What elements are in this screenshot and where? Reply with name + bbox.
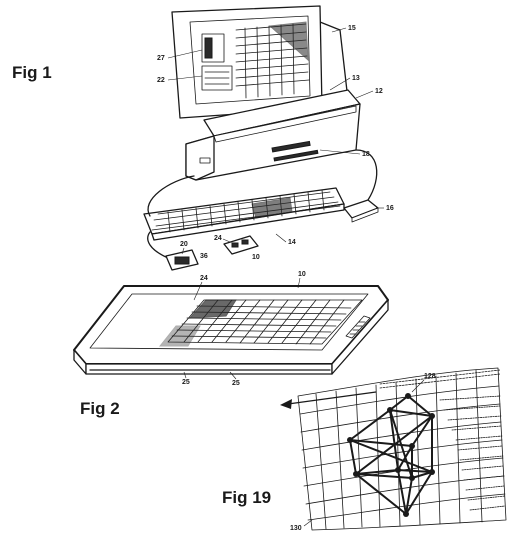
small-device-button-1 <box>231 242 239 248</box>
screen-hatch <box>235 23 310 99</box>
keyboard-key-cluster <box>251 197 293 219</box>
small-device-button-2 <box>241 239 249 245</box>
tablet-inner-border <box>89 293 369 351</box>
fig-2-label: Fig 2 <box>80 399 120 418</box>
power-indicator <box>199 157 211 164</box>
mouse-side <box>351 207 379 223</box>
keyboard-keys <box>151 189 341 233</box>
computer-unit <box>185 89 361 181</box>
screen-window-upper-fill <box>204 37 213 59</box>
tablet-connector-body <box>345 315 371 339</box>
fig-19-reference-numerals: 128 130 <box>290 373 436 532</box>
monitor <box>171 5 349 129</box>
keyboard <box>143 175 345 241</box>
ref-20: 20 <box>180 241 188 248</box>
ref-15: 15 <box>348 25 356 32</box>
ref-24-tablet: 24 <box>200 275 208 282</box>
direction-arrow <box>280 391 377 409</box>
computer-top-edge <box>213 105 357 143</box>
tablet-right-edge <box>331 299 389 375</box>
ref-27: 27 <box>157 55 165 62</box>
wireframe-nodes <box>347 393 435 517</box>
tablet-shaded-region <box>158 325 201 347</box>
arrow-head <box>280 399 292 409</box>
small-device-body <box>223 235 259 255</box>
controller <box>147 231 199 271</box>
figure-2: Fig 2 <box>73 271 389 418</box>
ref-10-device: 10 <box>252 254 260 261</box>
drive-slot-2 <box>273 149 319 162</box>
grid-dense-hatch <box>379 369 506 511</box>
ref-13: 13 <box>352 75 360 82</box>
drive-slot-1 <box>271 140 311 153</box>
small-device <box>223 235 259 255</box>
ref-25-left: 25 <box>182 379 190 386</box>
ref-24: 24 <box>214 235 222 242</box>
ref-22: 22 <box>157 77 165 84</box>
ref-12: 12 <box>375 88 383 95</box>
ref-18-drive: 18 <box>362 151 370 158</box>
tablet-front-edge <box>85 363 333 375</box>
keyboard-cable <box>147 175 195 217</box>
screen-window-lower-lines <box>204 71 230 85</box>
mouse-cable <box>355 149 378 201</box>
controller-panel <box>174 256 190 265</box>
mouse <box>343 149 379 223</box>
ref-36: 36 <box>200 253 208 260</box>
fig-2-reference-numerals: 10 24 25 25 <box>182 271 306 387</box>
controller-cable <box>147 231 169 259</box>
fig-19-label: Fig 19 <box>222 488 271 507</box>
ref-130: 130 <box>290 525 302 532</box>
tablet-connector <box>345 315 371 339</box>
ref-128: 128 <box>424 373 436 380</box>
fig-1-label: Fig 1 <box>12 63 52 82</box>
figure-19: Fig 19 <box>222 367 507 532</box>
ref-10-tablet: 10 <box>298 271 306 278</box>
screen-shadow <box>268 21 309 62</box>
ref-25-right: 25 <box>232 380 240 387</box>
figure-1: Fig 1 <box>12 5 394 271</box>
tablet-dark-region <box>188 299 237 319</box>
ref-14: 14 <box>288 239 296 246</box>
tablet-grid <box>167 299 363 345</box>
wireframe-object <box>347 393 435 517</box>
ref-18-mouse: 16 <box>386 205 394 212</box>
fig-1-reference-numerals: 15 27 22 13 12 18 16 14 24 10 20 36 <box>157 25 394 261</box>
